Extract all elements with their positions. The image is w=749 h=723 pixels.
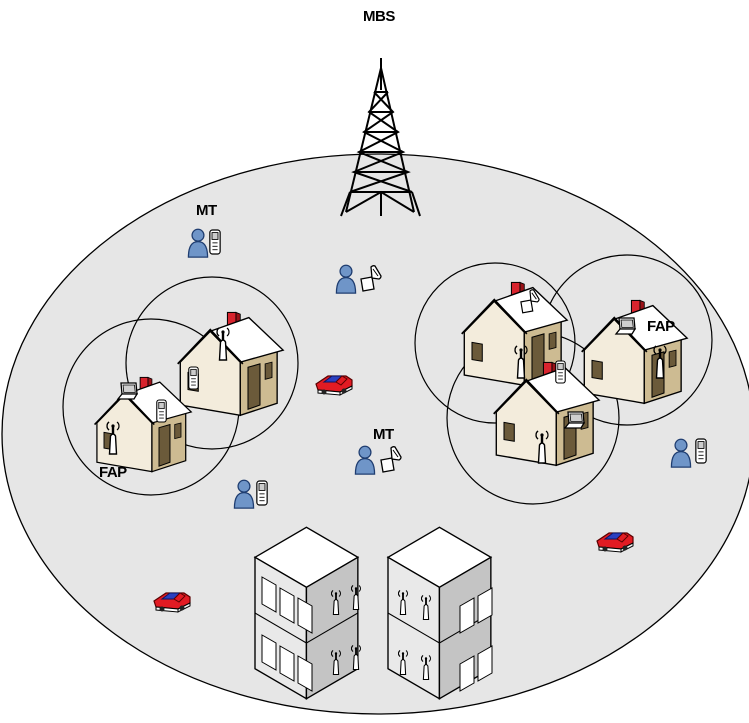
mobile-phone-icon bbox=[209, 229, 221, 255]
mobile-phone-icon bbox=[695, 438, 707, 464]
macrocell-coverage-area bbox=[1, 153, 749, 715]
office-building-icon bbox=[387, 526, 493, 700]
mobile-phone-icon bbox=[555, 360, 566, 384]
office-building-icon bbox=[254, 526, 362, 700]
mt-label: MT bbox=[373, 426, 394, 443]
mbs-label: MBS bbox=[363, 8, 395, 25]
lattice-tower-icon bbox=[340, 58, 421, 217]
fap-label: FAP bbox=[99, 464, 127, 481]
fap-label: FAP bbox=[647, 318, 675, 335]
mobile-phone-icon bbox=[256, 480, 268, 506]
mt-label: MT bbox=[196, 202, 217, 219]
mobile-phone-icon bbox=[156, 399, 167, 423]
mobile-phone-icon bbox=[188, 366, 199, 390]
